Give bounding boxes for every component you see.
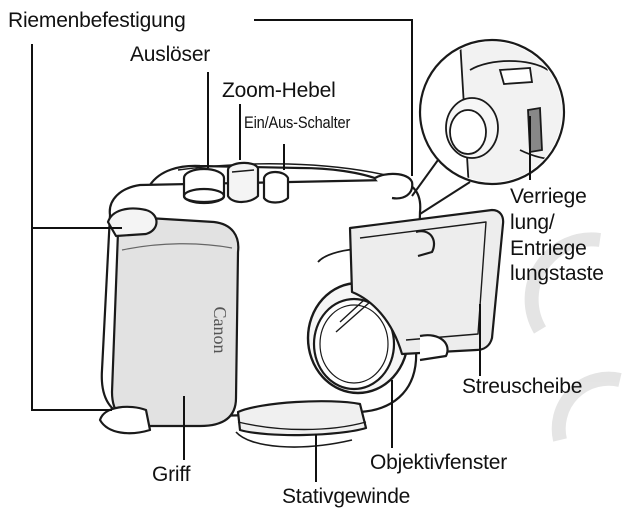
label-diffuser: Streuscheibe (462, 376, 582, 397)
label-lock-release-line3: Entriege (510, 237, 587, 260)
label-lens-window: Objektivfenster (370, 452, 507, 473)
label-strap-mount: Riemenbefestigung (8, 10, 186, 31)
label-grip: Griff (152, 464, 190, 485)
label-lock-release-line1: Verriege (510, 185, 587, 208)
label-lock-release-line4: lungstaste (510, 262, 604, 285)
label-lock-release: Verriege lung/ Entriege lungstaste (510, 184, 604, 287)
label-zoom-lever: Zoom-Hebel (222, 80, 336, 101)
label-lock-release-line2: lung/ (510, 211, 555, 234)
camera-housing (100, 163, 503, 447)
label-tripod-socket: Stativgewinde (282, 486, 410, 507)
label-power-switch: Ein/Aus-Schalter (244, 114, 350, 131)
brand-logo: Canon (210, 307, 230, 354)
label-shutter-button: Auslöser (130, 44, 210, 65)
